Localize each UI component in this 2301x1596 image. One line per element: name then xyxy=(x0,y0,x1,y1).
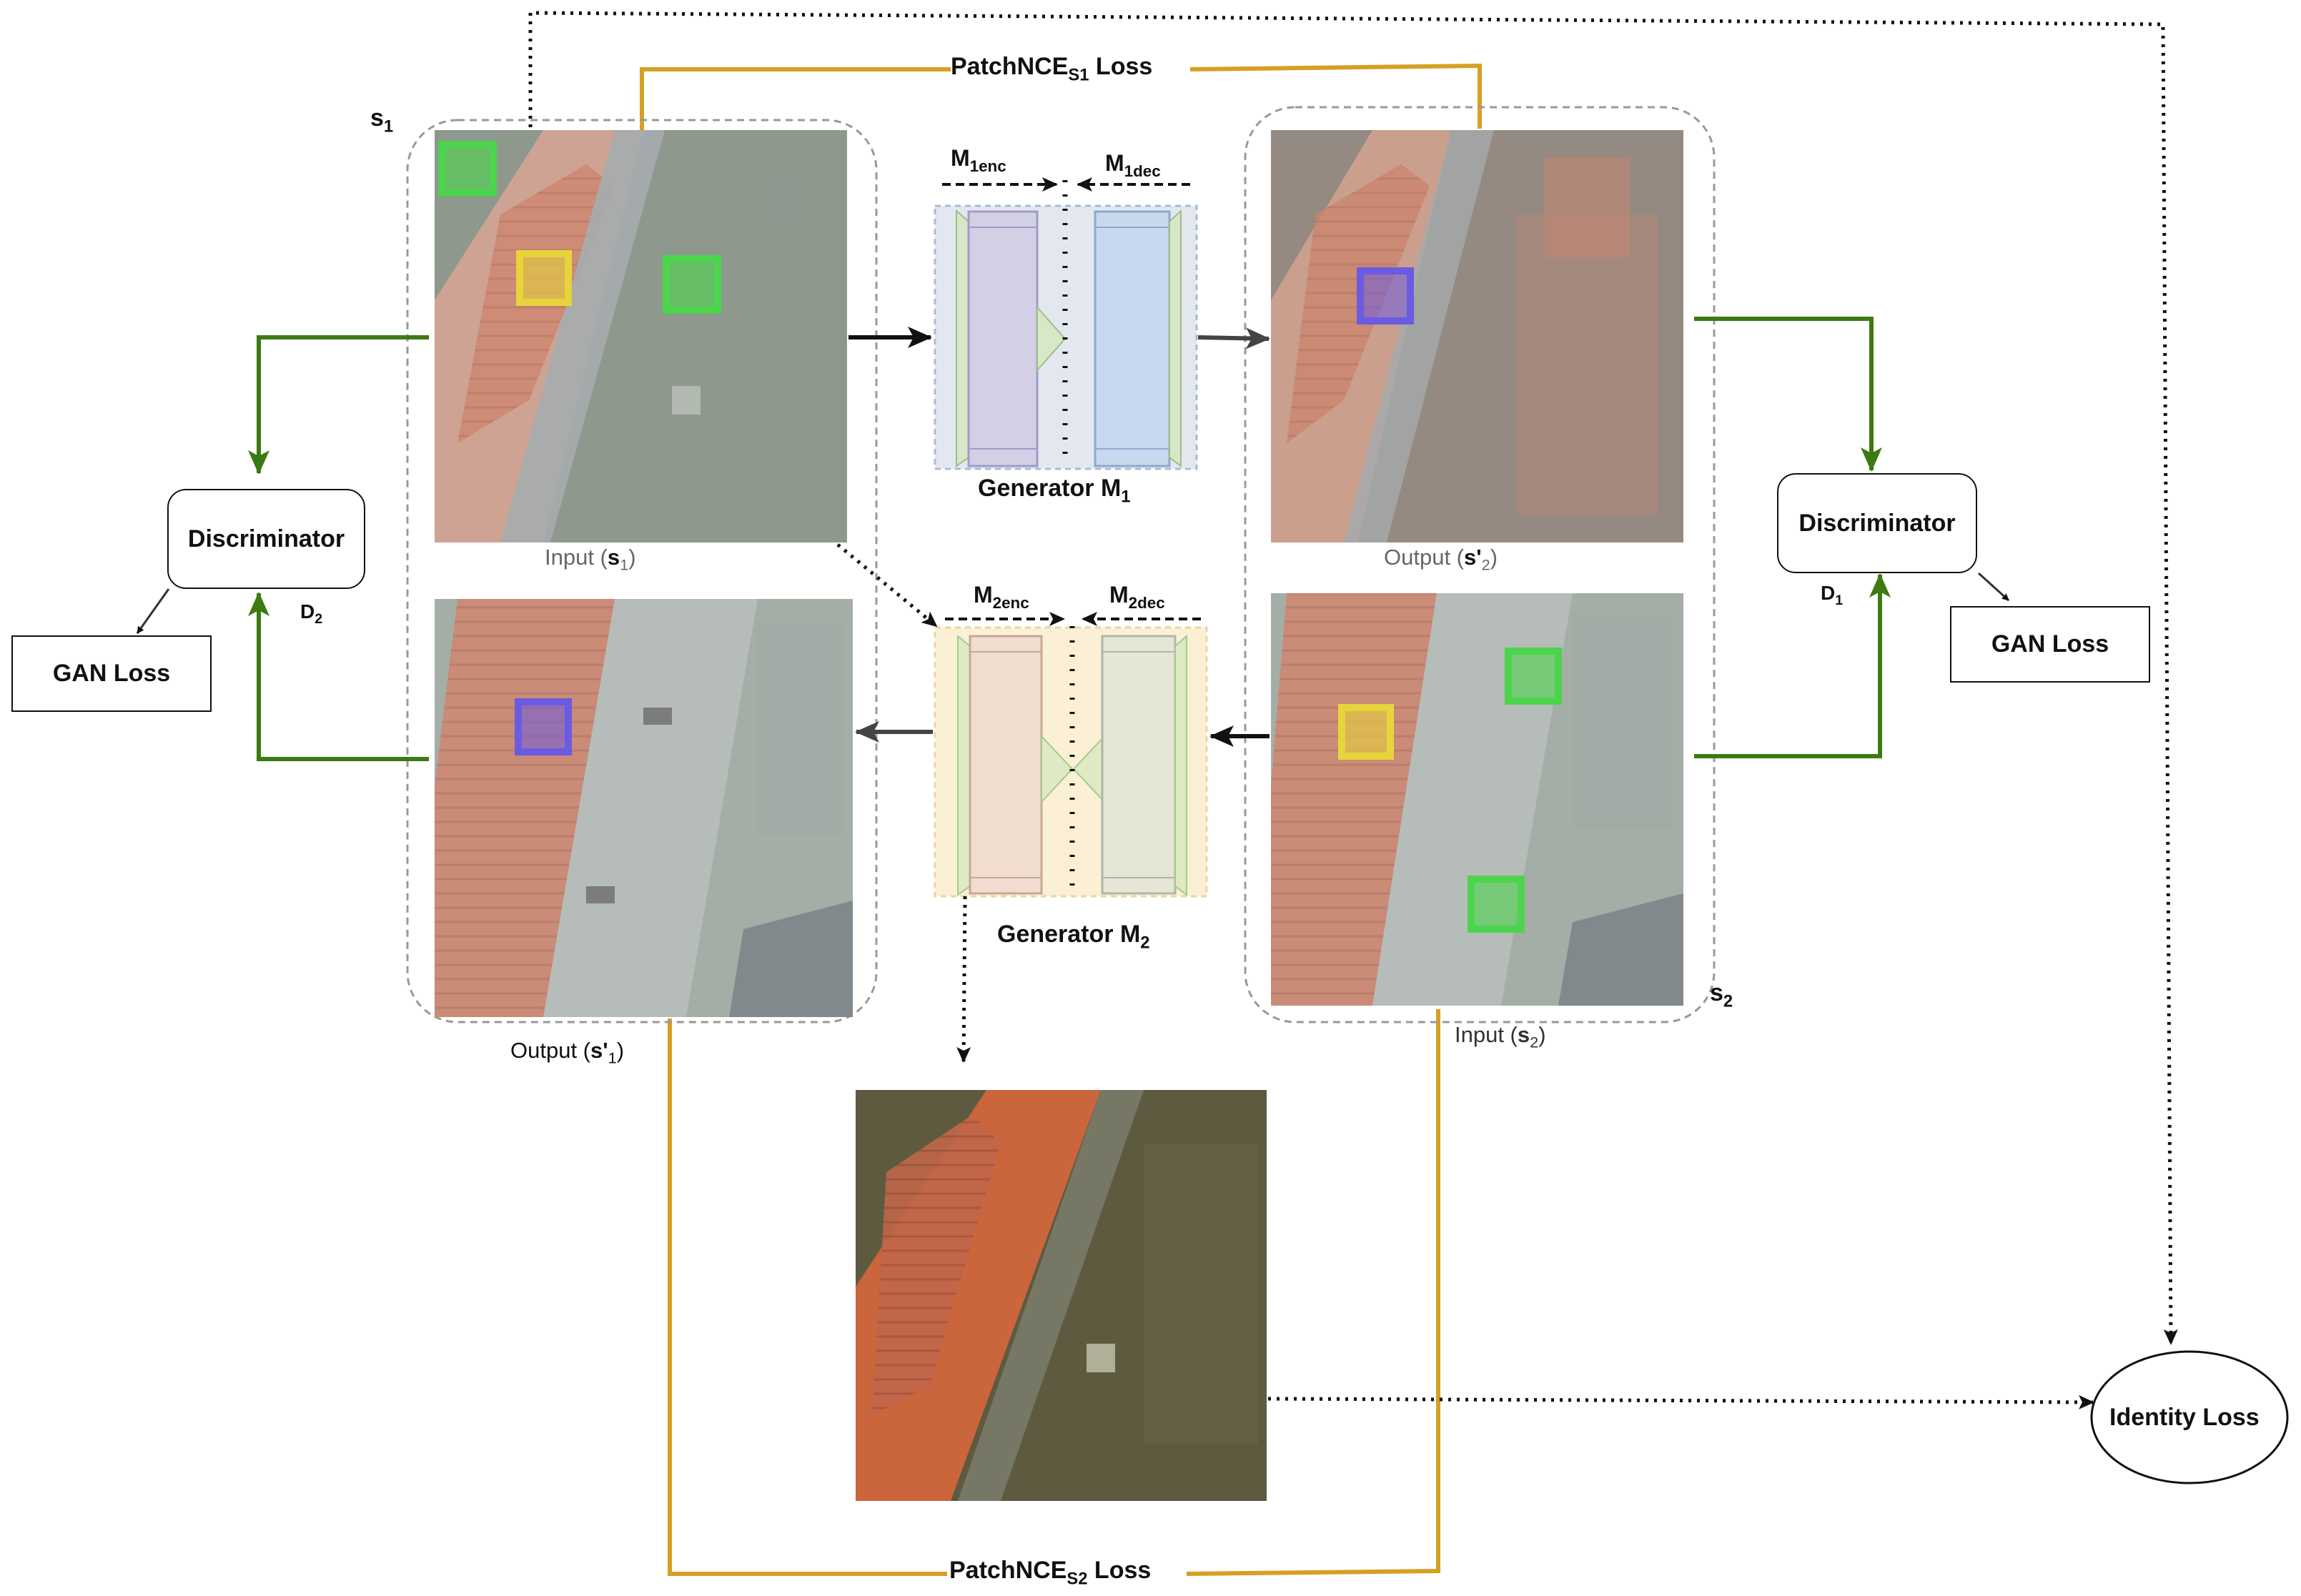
output-s2-image xyxy=(1271,130,1683,542)
patchnce-s2-label: PatchNCES2 Loss xyxy=(949,1557,1152,1589)
arrow-identity-image-to-loss xyxy=(1267,1394,2094,1409)
arrow-m1-to-s2 xyxy=(1197,327,1270,350)
discriminator-right: Discriminator xyxy=(1777,473,1977,573)
identity-loss-ellipse xyxy=(2090,1350,2289,1485)
output-s1-image xyxy=(435,599,853,1017)
input-s2-image xyxy=(1271,593,1683,1006)
generator-m2-block xyxy=(934,626,1208,898)
gan-loss-left: GAN Loss xyxy=(11,635,212,712)
s1-domain-label: s1 xyxy=(370,104,394,137)
arrow-m2-dotted-to-identity-image xyxy=(956,896,971,1063)
arrow-disc-left-to-gan xyxy=(136,588,170,634)
m1dec-label: M1dec xyxy=(1105,150,1161,180)
m2dec-label: M2dec xyxy=(1109,582,1165,612)
d2-label: D2 xyxy=(300,600,323,627)
s1-container xyxy=(406,119,878,1023)
green-arrow-s2-to-disc-right xyxy=(1694,573,1891,758)
m1enc-label: M1enc xyxy=(951,145,1006,175)
generator-m2-label: Generator M2 xyxy=(997,921,1150,953)
green-arrow-s1prime-to-disc-left xyxy=(248,592,429,761)
patchnce-s2-connector xyxy=(668,1009,1440,1576)
arrow-disc-right-to-gan xyxy=(1977,572,2010,602)
m2enc-label: M2enc xyxy=(974,582,1029,612)
green-arrow-s2prime-to-disc-right xyxy=(1694,317,1882,472)
input-s1-caption: Input (s1) xyxy=(545,545,636,574)
s2-domain-label: s2 xyxy=(1710,979,1733,1011)
input-s1-image xyxy=(435,130,847,542)
generator-m1-block xyxy=(934,180,1198,470)
output-s2-caption: Output (s'2) xyxy=(1384,545,1498,574)
d1-label: D1 xyxy=(1821,582,1844,608)
gan-loss-right: GAN Loss xyxy=(1950,606,2150,683)
input-s2-caption: Input (s2) xyxy=(1455,1022,1546,1051)
generator-m1-label: Generator M1 xyxy=(978,475,1131,507)
identity-loss-label: Identity Loss xyxy=(2109,1404,2260,1431)
green-arrow-s1-to-disc-left xyxy=(248,335,429,475)
discriminator-left: Discriminator xyxy=(167,489,365,589)
s2-container xyxy=(1244,106,1716,1023)
identity-image xyxy=(856,1090,1267,1501)
patchnce-s1-label: PatchNCES1 Loss xyxy=(951,53,1153,85)
output-s1-caption: Output (s'1) xyxy=(510,1038,625,1067)
